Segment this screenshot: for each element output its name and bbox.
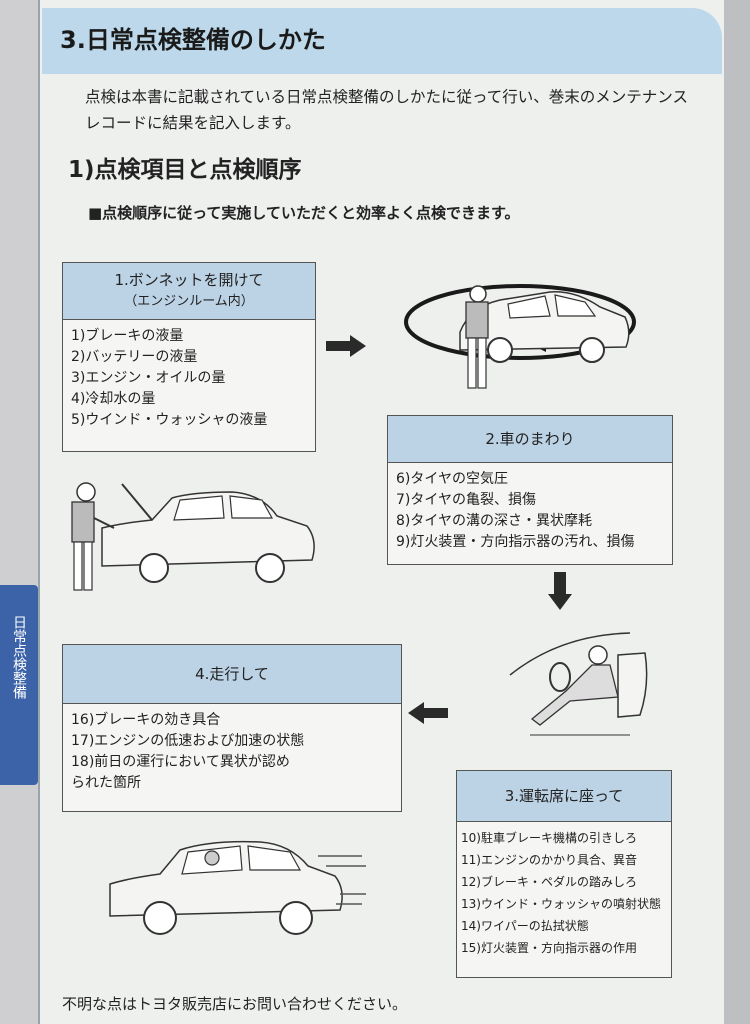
step-title-1: 1.ボンネットを開けて xyxy=(114,271,264,289)
step-header-1: 1.ボンネットを開けて （エンジンルーム内） xyxy=(63,263,315,320)
step-title-4: 4.走行して xyxy=(195,665,269,683)
step-list-4: 16)ブレーキの効き具合 17)エンジンの低速および加速の状態 18)前日の運行… xyxy=(63,704,401,798)
list-item: 11)エンジンのかかり具合、異音 xyxy=(461,853,637,867)
note-text: ■点検順序に従って実施していただくと効率よく点検できます。 xyxy=(88,204,520,222)
list-item: 9)灯火装置・方向指示器の汚れ、損傷 xyxy=(396,534,635,550)
list-item: 13)ウインド・ウォッシャの噴射状態 xyxy=(461,897,661,911)
arrow-down-icon xyxy=(548,572,572,610)
step-box-3: 3.運転席に座って 10)駐車ブレーキ機構の引きしろ 11)エンジンのかかり具合… xyxy=(456,770,672,978)
step-list-3: 10)駐車ブレーキ機構の引きしろ 11)エンジンのかかり具合、異音 12)ブレー… xyxy=(457,822,671,961)
step-header-3: 3.運転席に座って xyxy=(457,771,671,822)
step-subtitle-1: （エンジンルーム内） xyxy=(124,294,254,309)
list-item: 10)駐車ブレーキ機構の引きしろ xyxy=(461,831,637,845)
page-edge xyxy=(724,0,750,1024)
step-list-2: 6)タイヤの空気圧 7)タイヤの亀裂、損傷 8)タイヤの溝の深さ・異状摩耗 9)… xyxy=(388,463,672,557)
list-item: 15)灯火装置・方向指示器の作用 xyxy=(461,941,637,955)
driving-car-illustration xyxy=(109,840,366,935)
list-item: 4)冷却水の量 xyxy=(71,391,156,407)
step-box-4: 4.走行して 16)ブレーキの効き具合 17)エンジンの低速および加速の状態 1… xyxy=(62,644,402,812)
section-header xyxy=(42,8,722,74)
list-item: 3)エンジン・オイルの量 xyxy=(71,370,226,386)
step-title-3: 3.運転席に座って xyxy=(504,787,624,805)
side-tab[interactable]: 日常点検整備 xyxy=(0,585,38,785)
step-title-2: 2.車のまわり xyxy=(485,430,575,448)
step-list-1: 1)ブレーキの液量 2)バッテリーの液量 3)エンジン・オイルの量 4)冷却水の… xyxy=(63,320,315,435)
arrow-right-icon xyxy=(326,335,366,357)
list-item: 2)バッテリーの液量 xyxy=(71,349,198,365)
list-item: 7)タイヤの亀裂、損傷 xyxy=(396,492,536,508)
list-item: 5)ウインド・ウォッシャの液量 xyxy=(71,412,268,428)
intro-text: 点検は本書に記載されている日常点検整備のしかたに従って行い、巻末のメンテナンスレ… xyxy=(85,88,688,132)
walk-around-car-illustration xyxy=(404,284,636,389)
list-item: 1)ブレーキの液量 xyxy=(71,328,184,344)
list-item: 12)ブレーキ・ペダルの踏みしろ xyxy=(461,875,637,889)
arrow-left-icon xyxy=(408,702,448,724)
section-title: 3.日常点検整備のしかた xyxy=(60,26,326,54)
side-tab-label: 日常点検整備 xyxy=(11,615,27,699)
footer-text: 不明な点はトヨタ販売店にお問い合わせください。 xyxy=(62,995,408,1013)
list-item: 8)タイヤの溝の深さ・異状摩耗 xyxy=(396,513,592,529)
list-item: 6)タイヤの空気圧 xyxy=(396,471,508,487)
list-item: 17)エンジンの低速および加速の状態 xyxy=(71,733,305,749)
driver-seat-illustration xyxy=(509,632,648,736)
list-item: 14)ワイパーの払拭状態 xyxy=(461,919,589,933)
subsection-title: 1)点検項目と点検順序 xyxy=(68,157,302,183)
list-item: 16)ブレーキの効き具合 xyxy=(71,712,221,728)
step-box-2: 2.車のまわり 6)タイヤの空気圧 7)タイヤの亀裂、損傷 8)タイヤの溝の深さ… xyxy=(387,415,673,565)
open-bonnet-illustration xyxy=(71,482,315,591)
list-item: 18)前日の運行において異状が認められた箇所 xyxy=(71,754,290,791)
step-box-1: 1.ボンネットを開けて （エンジンルーム内） 1)ブレーキの液量 2)バッテリー… xyxy=(62,262,316,452)
step-header-2: 2.車のまわり xyxy=(388,416,672,463)
step-header-4: 4.走行して xyxy=(63,645,401,704)
